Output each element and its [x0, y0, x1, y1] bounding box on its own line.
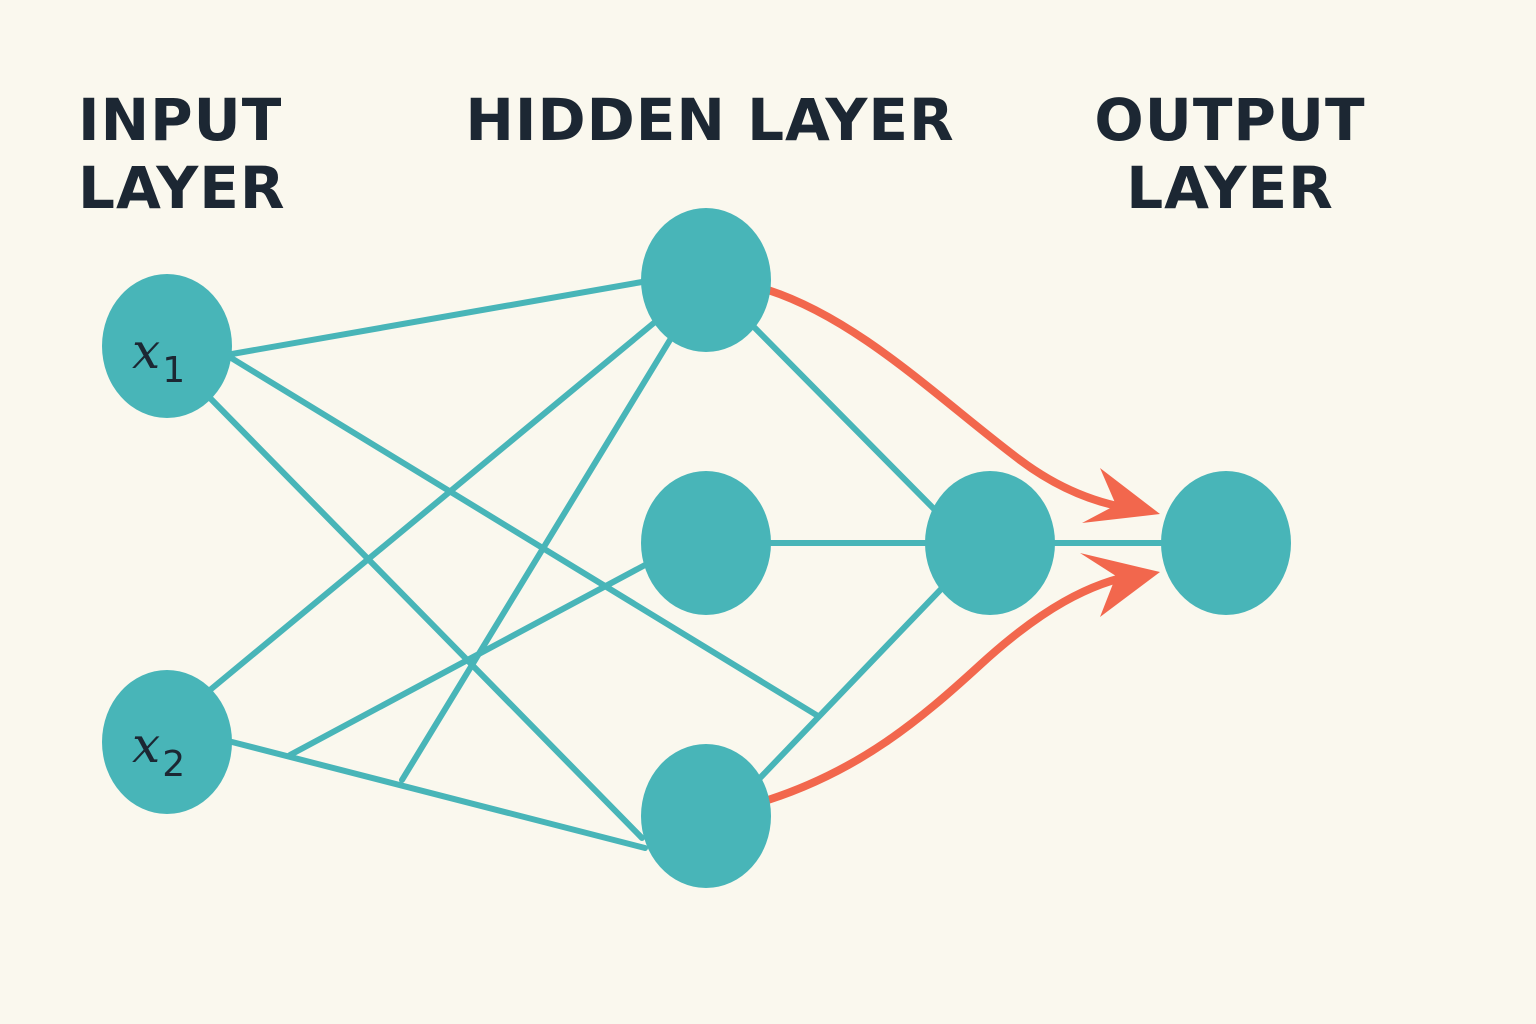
- edge-x1-h2: [207, 395, 645, 841]
- node-x1-var: x: [132, 322, 160, 380]
- edge-h3-o1: [757, 582, 948, 781]
- edge-h1-o1: [749, 322, 938, 513]
- node-x2-sub: 2: [162, 744, 185, 785]
- arrowhead-top: [1082, 468, 1160, 523]
- edge-cross-b: [399, 327, 679, 783]
- arrows: [764, 286, 1160, 804]
- node-x1-sub: 1: [162, 350, 185, 391]
- arrowhead-bottom: [1080, 553, 1160, 617]
- node-label-x1: x1: [132, 322, 185, 391]
- input-layer-label-line1: INPUT: [78, 86, 282, 154]
- edge-cross-a: [287, 562, 648, 758]
- arrow-bottom: [764, 570, 1144, 804]
- edge-x1-h1: [229, 279, 645, 357]
- node-input-x2: [102, 670, 232, 814]
- edge-x2-h1: [207, 319, 658, 693]
- node-hidden-1: [641, 208, 771, 352]
- node-hidden-4: [925, 471, 1055, 615]
- node-hidden-3: [641, 744, 771, 888]
- node-hidden-2: [641, 471, 771, 615]
- input-layer-label-line2: LAYER: [78, 154, 286, 222]
- hidden-layer-label: HIDDEN LAYER: [465, 86, 954, 154]
- node-x2-var: x: [132, 716, 160, 774]
- nodes: [102, 208, 1291, 888]
- edge-x2-h3: [229, 739, 648, 851]
- edges: [207, 279, 1165, 851]
- node-label-x2: x2: [132, 716, 185, 785]
- output-layer-label-line1: OUTPUT: [1094, 86, 1365, 154]
- node-input-x1: [102, 274, 232, 418]
- arrow-top: [764, 286, 1144, 514]
- edge-x1-h3: [225, 353, 821, 719]
- node-output: [1161, 471, 1291, 615]
- output-layer-label-line2: LAYER: [1126, 154, 1334, 222]
